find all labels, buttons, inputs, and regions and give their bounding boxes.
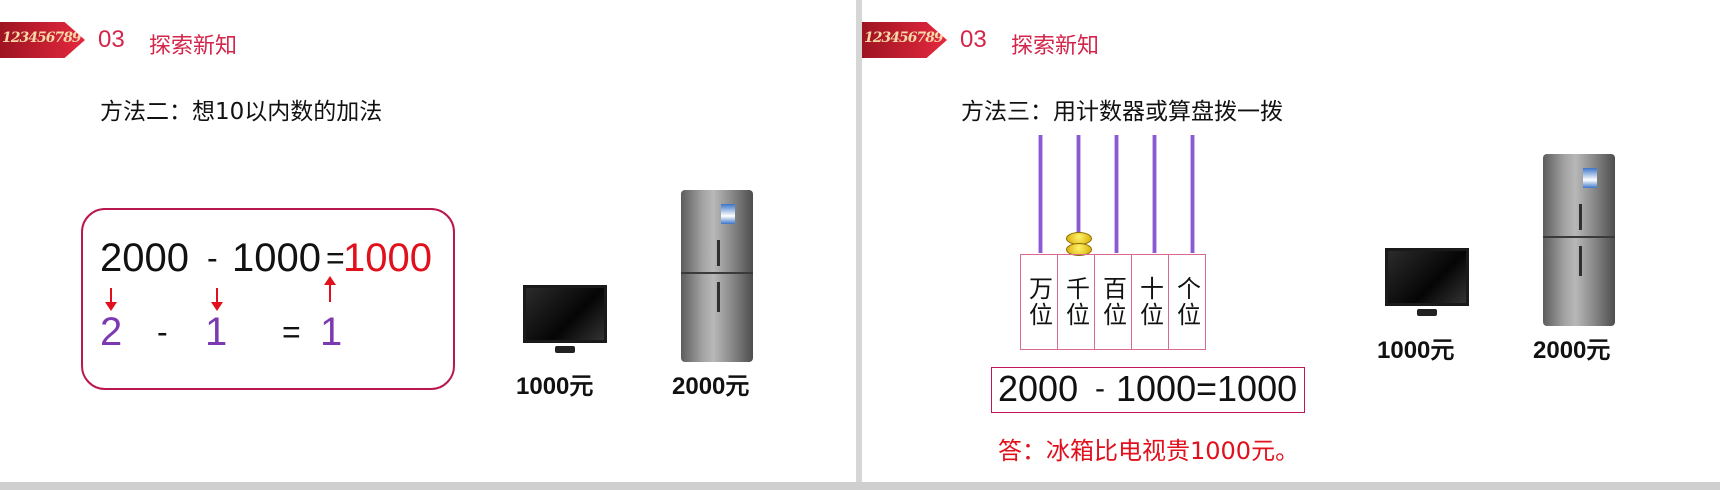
- equation-result: =1000: [1196, 368, 1298, 409]
- equation-box: 2000 - 1000 =1000: [991, 367, 1305, 413]
- number-ribbon-badge: 123456789: [862, 22, 947, 58]
- formula-result: 1000: [343, 236, 432, 280]
- formula-box: [81, 208, 455, 390]
- simple-minus: -: [157, 314, 168, 350]
- arrow-up-icon: [324, 276, 336, 302]
- equation-operand-b: 1000: [1116, 368, 1197, 409]
- place-cell: 万位: [1020, 254, 1058, 350]
- section-number: 03: [98, 26, 125, 53]
- bottom-bar: [0, 482, 1720, 490]
- fridge-image: [1543, 154, 1615, 326]
- slide-divider: [856, 0, 862, 490]
- place-cell: 个位: [1168, 254, 1206, 350]
- tv-price: 1000元: [1377, 337, 1455, 364]
- place-value-table: 万位 千位 百位 十位 个位: [1020, 254, 1206, 350]
- method-heading: 方法二：想10以内数的加法: [100, 99, 383, 125]
- method-heading: 方法三：用计数器或算盘拨一拨: [961, 99, 1283, 125]
- simple-operand-a: 2: [100, 310, 123, 354]
- fridge-price: 2000元: [1533, 337, 1611, 364]
- simple-operand-b: 1: [205, 310, 228, 354]
- equation-minus: -: [1095, 372, 1105, 405]
- simple-result: 1: [320, 310, 343, 354]
- abacus-rod: [1114, 135, 1119, 253]
- slide-left: 123456789 03 探索新知 方法二：想10以内数的加法 2000 - 1…: [0, 0, 856, 482]
- place-label: 十位: [1135, 276, 1164, 328]
- answer-text: 答：冰箱比电视贵1000元。: [998, 437, 1300, 465]
- place-label: 百位: [1098, 276, 1127, 328]
- formula-operand-a: 2000: [100, 236, 189, 280]
- fridge-image: [681, 190, 753, 362]
- place-label: 万位: [1024, 276, 1053, 328]
- number-ribbon-badge: 123456789: [0, 22, 85, 58]
- slide-right: 123456789 03 探索新知 方法三：用计数器或算盘拨一拨 万位 千位 百…: [862, 0, 1718, 482]
- place-cell: 百位: [1094, 254, 1132, 350]
- tv-image: [1385, 248, 1469, 316]
- abacus-rod: [1190, 135, 1195, 253]
- abacus-bead: [1066, 243, 1092, 256]
- place-label: 个位: [1172, 276, 1201, 328]
- badge-text: 123456789: [2, 30, 82, 46]
- section-title: 探索新知: [1011, 34, 1100, 59]
- abacus-rod: [1076, 135, 1081, 253]
- tv-price: 1000元: [516, 373, 594, 400]
- simple-equals: =: [282, 314, 301, 350]
- badge-text: 123456789: [864, 30, 944, 46]
- arrow-down-icon: [211, 288, 223, 311]
- arrow-down-icon: [105, 288, 117, 311]
- place-cell: 十位: [1131, 254, 1169, 350]
- formula-equals: =: [326, 240, 345, 276]
- section-title: 探索新知: [149, 34, 238, 59]
- formula-minus: -: [207, 240, 218, 276]
- formula-operand-b: 1000: [232, 236, 321, 280]
- abacus-rod: [1152, 135, 1157, 253]
- fridge-price: 2000元: [672, 373, 750, 400]
- place-label: 千位: [1061, 276, 1090, 328]
- section-number: 03: [960, 26, 987, 53]
- abacus-rod: [1038, 135, 1043, 253]
- equation-operand-a: 2000: [998, 368, 1079, 409]
- tv-image: [523, 285, 607, 353]
- place-cell: 千位: [1057, 254, 1095, 350]
